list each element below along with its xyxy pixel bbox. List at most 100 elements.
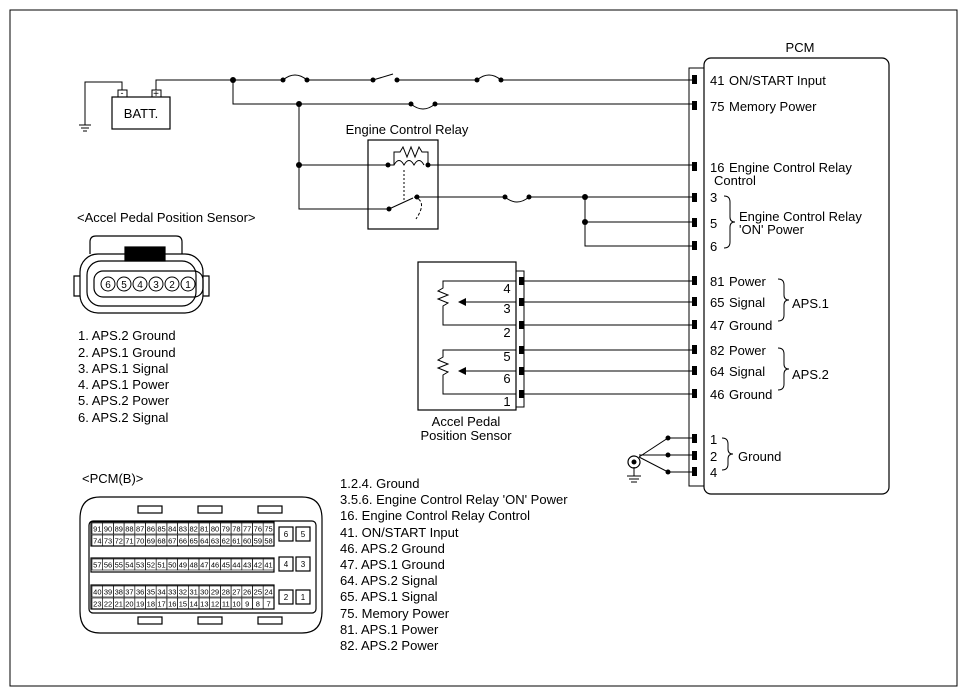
- junction-dots: [230, 77, 671, 475]
- aps-connector-face: [73, 235, 210, 314]
- pcm-conn-pin: 50: [168, 561, 176, 570]
- pcm-conn-pin: 30: [200, 588, 208, 597]
- pcm-conn-side-pin: 4: [284, 560, 289, 569]
- pcm-pin-46-num: 46: [710, 387, 724, 402]
- pcm-conn-pin: 24: [264, 588, 272, 597]
- pcm-conn-pin: 75: [264, 525, 272, 534]
- battery: BATT. - +: [111, 88, 171, 130]
- pcm-conn-pin: 47: [200, 561, 208, 570]
- aps-sensor-connector: [515, 270, 525, 408]
- pcm-conn-pin: 21: [115, 600, 123, 609]
- pcm-conn-pin: 65: [189, 537, 197, 546]
- aps-caption-line2: Position Sensor: [420, 428, 512, 443]
- aps-legend-item: 6. APS.2 Signal: [78, 410, 168, 425]
- fuse-3: [410, 103, 436, 110]
- pcm-conn-pin: 15: [179, 600, 187, 609]
- pin-legend-item: 81. APS.1 Power: [340, 622, 439, 637]
- pcm-conn-pin: 84: [168, 525, 176, 534]
- pcm-conn-pin: 82: [189, 525, 197, 534]
- aps-legend-item: 4. APS.1 Power: [78, 377, 170, 392]
- pcm-conn-pin: 36: [136, 588, 144, 597]
- battery-plus-sign: +: [153, 89, 159, 100]
- pcm-conn-pin: 14: [189, 600, 197, 609]
- pcm-conn-pin: 42: [254, 561, 262, 570]
- pcm-conn-pin: 87: [136, 525, 144, 534]
- pcm-conn-pin: 37: [125, 588, 133, 597]
- pin-legend-item: 1.2.4. Ground: [340, 476, 420, 491]
- pcm-conn-pin: 77: [243, 525, 251, 534]
- aps-conn-pin: 3: [153, 280, 159, 291]
- pcm-pin-75-num: 75: [710, 99, 724, 114]
- pcm-pin-82-label: Power: [729, 343, 767, 358]
- aps-conn-pin: 4: [137, 280, 143, 291]
- aps-conn-pin: 5: [121, 280, 127, 291]
- fuse-4: [504, 196, 530, 203]
- pcm-conn-pin: 54: [125, 561, 133, 570]
- pcm-pin-labels: 41 ON/START Input 75 Memory Power 16 Eng…: [710, 73, 852, 480]
- brace-ecr-on-power: [723, 195, 736, 249]
- group-ecr-on-power-line2: 'ON' Power: [739, 222, 805, 237]
- pcm-conn-pin: 13: [200, 600, 208, 609]
- pcm-conn-pin: 85: [157, 525, 165, 534]
- pin-legend-item: 65. APS.1 Signal: [340, 589, 438, 604]
- pcm-conn-pin: 27: [232, 588, 240, 597]
- pcm-conn-pin: 70: [136, 537, 144, 546]
- aps-pin-2: 2: [503, 325, 510, 340]
- pcm-conn-cell: [262, 597, 275, 610]
- battery-box: [111, 96, 171, 130]
- pcm-conn-pin: 66: [179, 537, 187, 546]
- pcm-conn-pin: 51: [157, 561, 165, 570]
- group-ecr-on-power-line1: Engine Control Relay: [739, 209, 862, 224]
- pcm-conn-pin: 74: [93, 537, 101, 546]
- pcm-conn-pin: 16: [168, 600, 176, 609]
- brace-aps2: [777, 347, 790, 391]
- pcm-conn-pin: 59: [254, 537, 262, 546]
- pcm-connector-title: <PCM(B)>: [82, 471, 143, 486]
- pin-legend-item: 3.5.6. Engine Control Relay 'ON' Power: [340, 492, 568, 507]
- brace-aps1: [777, 278, 790, 322]
- group-braces: [721, 195, 790, 471]
- pcm-conn-cell: [262, 558, 275, 571]
- pin-legend-item: 16. Engine Control Relay Control: [340, 508, 530, 523]
- pcm-conn-pin: 69: [147, 537, 155, 546]
- pcm-conn-pin: 25: [254, 588, 262, 597]
- pcm-conn-cell: [262, 534, 275, 547]
- pcm-conn-pin: 89: [115, 525, 123, 534]
- pcm-conn-pin: 71: [125, 537, 133, 546]
- battery-label: BATT.: [124, 106, 158, 121]
- relay-contact: [388, 197, 414, 210]
- pcm-conn-pin: 79: [222, 525, 230, 534]
- pcm-conn-pin: 90: [104, 525, 112, 534]
- aps-pin-3: 3: [503, 301, 510, 316]
- pcm-conn-pin: 58: [264, 537, 272, 546]
- pcm-conn-pin: 88: [125, 525, 133, 534]
- pin-legend-item: 82. APS.2 Power: [340, 638, 439, 653]
- pcm-pin-16-label-line2: Control: [714, 173, 756, 188]
- aps-pin-4: 4: [503, 281, 510, 296]
- pcm-conn-pin: 49: [179, 561, 187, 570]
- aps-pin-legend: 1. APS.2 Ground 2. APS.1 Ground 3. APS.1…: [78, 328, 176, 425]
- pcm-pin-4-num: 4: [710, 465, 717, 480]
- pcm-conn-pin: 80: [211, 525, 219, 534]
- group-aps1: APS.1: [792, 296, 829, 311]
- pcm-conn-pin: 57: [93, 561, 101, 570]
- battery-minus-sign: -: [121, 88, 124, 98]
- relay-title: Engine Control Relay: [346, 122, 469, 137]
- pcm-conn-side-pin: 5: [301, 530, 306, 539]
- pcm-conn-pin: 56: [104, 561, 112, 570]
- pcm-pin-16-label: Engine Control Relay: [729, 160, 852, 175]
- pcm-pin-64-num: 64: [710, 364, 724, 379]
- pin-legend-item: 46. APS.2 Ground: [340, 541, 445, 556]
- pcm-conn-pin: 23: [93, 600, 101, 609]
- relay-coil: [393, 160, 425, 167]
- wires: [79, 73, 692, 483]
- pcm-conn-pin: 63: [211, 537, 219, 546]
- pcm-conn-pin: 32: [179, 588, 187, 597]
- aps-pin-5: 5: [503, 349, 510, 364]
- pcm-conn-pin: 33: [168, 588, 176, 597]
- aps-caption-line1: Accel Pedal: [432, 414, 501, 429]
- pcm-conn-pin: 18: [147, 600, 155, 609]
- pcm-pin-3-num: 3: [710, 190, 717, 205]
- pcm-conn-pin: 26: [243, 588, 251, 597]
